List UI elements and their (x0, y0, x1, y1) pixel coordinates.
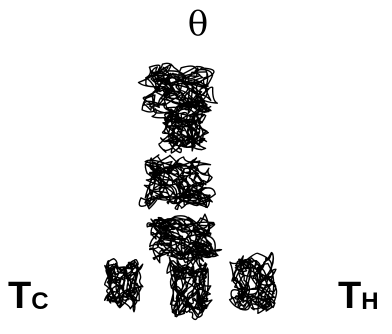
tc-subscript: C (31, 288, 49, 315)
th-subscript: H (361, 288, 379, 315)
coil-5 (103, 258, 144, 313)
coil-6 (166, 256, 213, 321)
theta-label: θ (187, 4, 209, 44)
coil-1 (137, 62, 218, 119)
tc-main: T (8, 275, 32, 317)
th-main: T (338, 275, 362, 317)
coil-7 (228, 251, 278, 314)
coil-2 (158, 105, 209, 154)
coil-4 (146, 213, 223, 264)
tc-label: TC (8, 274, 49, 324)
coil-3 (138, 154, 216, 211)
th-label: TH (338, 274, 379, 324)
